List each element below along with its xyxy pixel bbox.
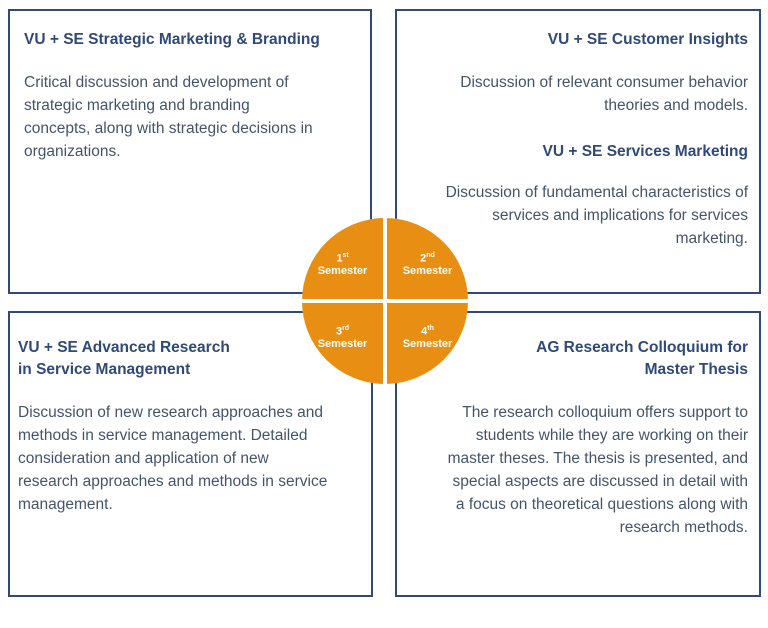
module-advanced-research: VU + SE Advanced Research in Service Man… xyxy=(8,311,373,597)
semester-2-quadrant: 2nd Semester xyxy=(387,218,468,299)
semester-label: Semester xyxy=(317,265,368,278)
semester-label: Semester xyxy=(402,265,453,278)
title-line: Master Thesis xyxy=(644,361,748,378)
description-line: students while they are working on their xyxy=(475,427,748,444)
semester-ordinal: th xyxy=(427,324,434,332)
semester-label: Semester xyxy=(402,338,453,351)
module-description: Discussion of fundamental characteristic… xyxy=(446,181,748,250)
description-line: Discussion of new research approaches an… xyxy=(18,404,324,421)
description-line: The research colloquium offers support t… xyxy=(462,404,748,421)
semester-number: 3 xyxy=(335,325,343,338)
title-line: VU + SE Advanced Research xyxy=(18,339,230,356)
module-title: VU + SE Strategic Marketing & Branding xyxy=(24,31,320,48)
description-line: marketing. xyxy=(675,230,748,247)
title-line: in Service Management xyxy=(18,361,191,378)
module-research-colloquium: AG Research Colloquium for Master Thesis… xyxy=(395,311,761,597)
module-description: Discussion of new research approaches an… xyxy=(18,401,327,516)
module-description: The research colloquium offers support t… xyxy=(448,401,748,539)
semester-circle: 1st Semester 2nd Semester 3rd Semester 4… xyxy=(302,218,468,384)
semester-ordinal: nd xyxy=(426,251,435,259)
description-line: services and implications for services xyxy=(492,207,748,224)
description-line: methods in service management. Detailed xyxy=(18,427,308,444)
description-line: management. xyxy=(18,496,113,513)
description-line: concepts, along with strategic decisions… xyxy=(24,120,313,137)
semester-3-quadrant: 3rd Semester xyxy=(302,303,383,384)
semester-number: 2 xyxy=(420,252,427,265)
description-line: special aspects are discussed in detail … xyxy=(452,473,748,490)
module-title: VU + SE Advanced Research in Service Man… xyxy=(18,337,327,381)
semester-number: 1 xyxy=(336,252,343,265)
semester-ordinal: rd xyxy=(342,324,350,332)
description-line: Critical discussion and development of xyxy=(24,74,289,91)
module-title: AG Research Colloquium for Master Thesis xyxy=(448,337,748,381)
module-description: Critical discussion and development of s… xyxy=(24,71,320,163)
module-customer-insights-services: VU + SE Customer Insights Discussion of … xyxy=(395,9,761,294)
semester-number: 4 xyxy=(421,325,428,338)
description-line: organizations. xyxy=(24,143,121,160)
description-line: a focus on theoretical questions along w… xyxy=(455,496,748,513)
semester-ordinal: st xyxy=(342,251,349,259)
description-line: research approaches and methods in servi… xyxy=(18,473,328,490)
module-title: VU + SE Customer Insights xyxy=(547,31,748,48)
description-line: Discussion of relevant consumer behavior xyxy=(460,74,748,91)
description-line: Discussion of fundamental characteristic… xyxy=(445,184,748,201)
module-description: Discussion of relevant consumer behavior… xyxy=(446,71,748,117)
title-line: AG Research Colloquium for xyxy=(536,339,748,356)
description-line: research methods. xyxy=(619,519,748,536)
description-line: master theses. The thesis is presented, … xyxy=(447,450,748,467)
module-strategic-marketing: VU + SE Strategic Marketing & Branding C… xyxy=(8,9,372,294)
semester-4-quadrant: 4th Semester xyxy=(387,303,468,384)
module-title: VU + SE Services Marketing xyxy=(542,143,748,160)
description-line: theories and models. xyxy=(604,97,748,114)
description-line: strategic marketing and branding xyxy=(24,97,250,114)
semester-label: Semester xyxy=(317,338,368,351)
description-line: consideration and application of new xyxy=(18,450,269,467)
semester-1-quadrant: 1st Semester xyxy=(302,218,383,299)
